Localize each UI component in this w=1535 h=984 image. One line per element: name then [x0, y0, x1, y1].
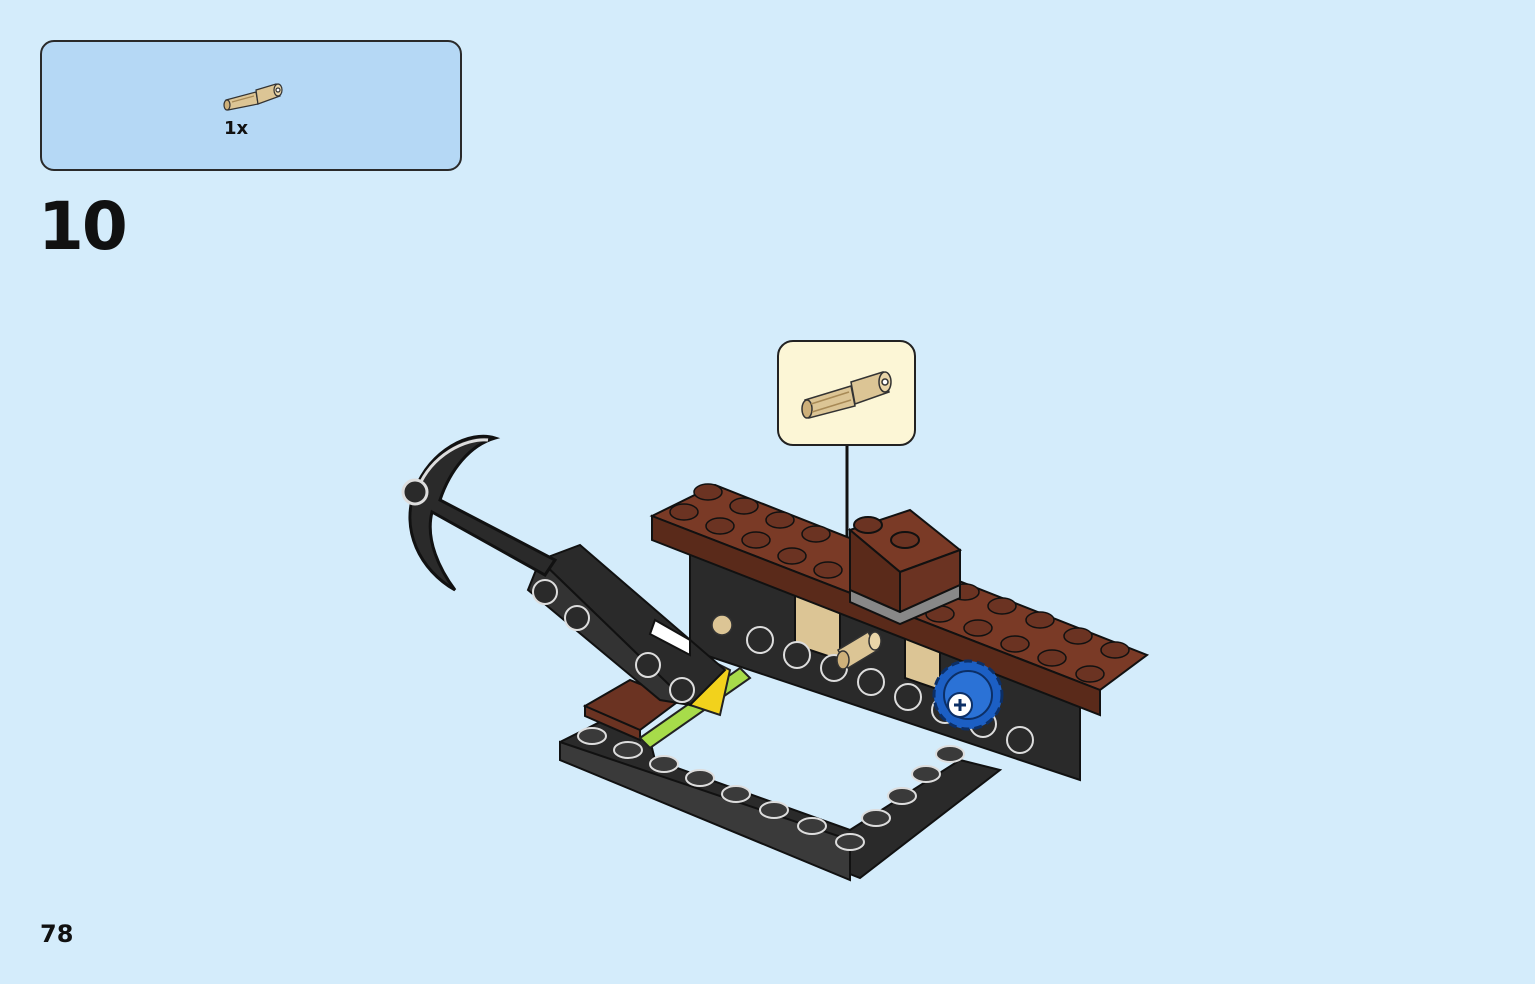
tan-pin-small [711, 614, 733, 636]
page-number: 78 [40, 920, 74, 948]
part-callout-box [777, 340, 916, 446]
brown-brick [847, 508, 963, 626]
step-number: 10 [38, 188, 128, 265]
tan-axle-pin-icon [223, 83, 283, 111]
black-hook [401, 434, 558, 592]
black-hook-arm [526, 543, 727, 707]
brown-studs [669, 483, 1130, 683]
parts-list-box: 1x [40, 40, 462, 171]
part-quantity: 1x [224, 118, 249, 139]
blue-gear [932, 659, 1004, 731]
tan-axle-pin [836, 630, 882, 670]
tan-axle-pin-icon [801, 371, 892, 419]
base-studs [577, 727, 965, 851]
